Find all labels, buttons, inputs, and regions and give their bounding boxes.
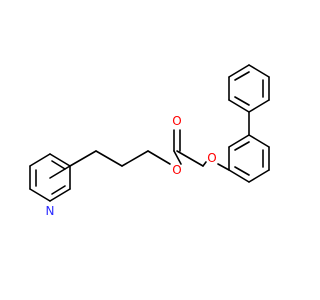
bond (228, 134, 250, 148)
ester-oxygen-label: O (172, 163, 181, 177)
nitrogen-atom-label: N (46, 204, 55, 218)
bond (49, 188, 71, 202)
bond (95, 150, 123, 167)
bond (234, 141, 250, 151)
bond (248, 169, 270, 183)
bond (202, 161, 207, 167)
bond (234, 96, 250, 106)
bond (121, 150, 149, 167)
bond (51, 185, 66, 195)
bond (228, 99, 250, 113)
bond (173, 150, 182, 165)
bond (49, 153, 71, 167)
bond (29, 188, 51, 202)
bond (147, 150, 171, 165)
bond (29, 153, 51, 167)
bond (49, 165, 71, 179)
bond (248, 134, 270, 148)
bond (228, 169, 250, 183)
bond (228, 64, 250, 78)
bond (176, 150, 204, 167)
bond (248, 64, 270, 78)
bond (234, 71, 250, 81)
bond (234, 166, 250, 176)
atom-labels: N O O O (46, 114, 217, 218)
bond (69, 150, 97, 167)
ether-oxygen-label: O (207, 151, 216, 165)
bond (51, 160, 66, 170)
molecule-diagram: N O O O (29, 64, 270, 218)
bonds (29, 64, 270, 202)
bond (217, 163, 230, 171)
carbonyl-oxygen-label: O (172, 114, 181, 128)
bond (248, 99, 270, 113)
